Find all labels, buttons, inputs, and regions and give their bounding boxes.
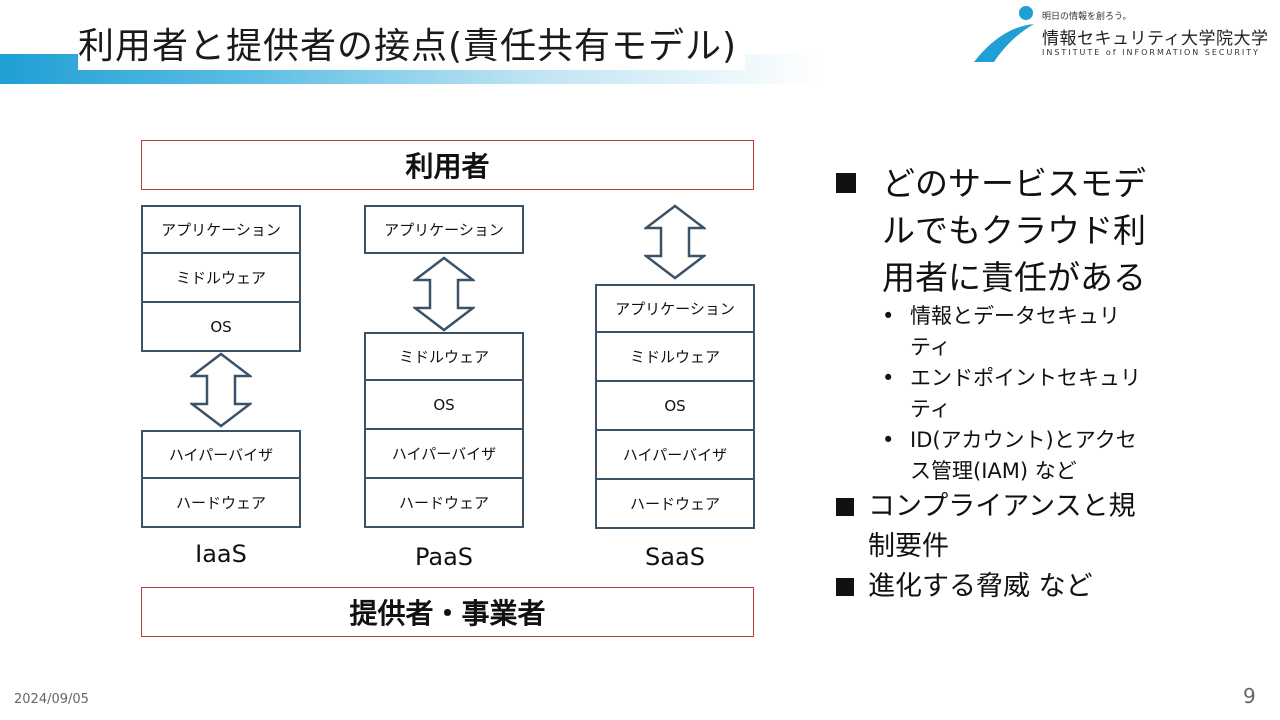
logo-name: 情報セキュリティ大学院大学	[1042, 29, 1269, 49]
logo-swoosh-icon	[974, 6, 1034, 62]
paas-provider-stack: ミドルウェア OS ハイパーバイザ ハードウェア	[364, 332, 524, 528]
slide-title: 利用者と提供者の接点(責任共有モデル)	[78, 24, 746, 70]
iaas-user-stack: アプリケーション ミドルウェア OS	[141, 205, 301, 352]
paas-label: PaaS	[414, 543, 474, 571]
iaas-label: IaaS	[195, 540, 247, 568]
iaas-layer: ハイパーバイザ	[141, 430, 301, 479]
bullet-line: コンプライアンスと規	[868, 491, 1136, 522]
iaas-layer: アプリケーション	[141, 205, 301, 254]
bullet-main: コンプライアンスと規 制要件	[832, 487, 1272, 567]
bullet-main: どのサービスモデ ルでもクラウド利 用者に責任がある	[832, 160, 1272, 301]
iaas-layer: ハードウェア	[141, 479, 301, 528]
bullet-sub: • エンドポイントセキュリ ティ	[832, 363, 1272, 425]
saas-layer: ミドルウェア	[595, 333, 755, 382]
bullet-main: 進化する脅威 など	[832, 567, 1272, 607]
bullet-sub: • 情報とデータセキュリ ティ	[832, 301, 1272, 363]
iaas-double-arrow-icon	[190, 352, 252, 428]
logo-name-en: INSTITUTE of INFORMATION SECURITY	[1042, 48, 1261, 57]
paas-layer: OS	[364, 381, 524, 430]
iaas-layer: OS	[141, 303, 301, 352]
iaas-layer: ミドルウェア	[141, 254, 301, 303]
bullet-line: ID(アカウント)とアクセ	[910, 428, 1137, 452]
square-bullet-icon	[836, 578, 854, 596]
bullet-line: 制要件	[868, 531, 949, 562]
paas-user-stack: アプリケーション	[364, 205, 524, 254]
paas-layer: ハードウェア	[364, 479, 524, 528]
user-box: 利用者	[141, 140, 754, 190]
paas-layer: アプリケーション	[364, 205, 524, 254]
saas-layer: ハイパーバイザ	[595, 431, 755, 480]
bullet-list: どのサービスモデ ルでもクラウド利 用者に責任がある • 情報とデータセキュリ …	[832, 160, 1272, 607]
saas-layer: OS	[595, 382, 755, 431]
bullet-line: 情報とデータセキュリ	[910, 304, 1120, 328]
paas-double-arrow-icon	[413, 256, 475, 332]
saas-layer: アプリケーション	[595, 284, 755, 333]
slide-date: 2024/09/05	[14, 692, 89, 707]
paas-layer: ハイパーバイザ	[364, 430, 524, 479]
saas-layer: ハードウェア	[595, 480, 755, 529]
bullet-sub: • ID(アカウント)とアクセ ス管理(IAM) など	[832, 425, 1272, 487]
bullet-line: エンドポイントセキュリ	[910, 366, 1141, 390]
iaas-provider-stack: ハイパーバイザ ハードウェア	[141, 430, 301, 528]
provider-box: 提供者・事業者	[141, 587, 754, 637]
dot-bullet-icon: •	[882, 304, 895, 328]
university-logo: 明日の情報を創ろう。 情報セキュリティ大学院大学 INSTITUTE of IN…	[972, 4, 1272, 64]
bullet-line: ルでもクラウド利	[882, 211, 1146, 250]
bullet-line: ティ	[910, 335, 951, 359]
square-bullet-icon	[836, 173, 856, 193]
square-bullet-icon	[836, 498, 854, 516]
saas-label: SaaS	[645, 543, 705, 571]
saas-double-arrow-icon	[644, 204, 706, 280]
logo-tagline: 明日の情報を創ろう。	[1042, 12, 1132, 22]
dot-bullet-icon: •	[882, 428, 895, 452]
bullet-line: ティ	[910, 397, 951, 421]
page-number: 9	[1243, 684, 1256, 708]
bullet-line: どのサービスモデ	[882, 164, 1146, 203]
paas-layer: ミドルウェア	[364, 332, 524, 381]
dot-bullet-icon: •	[882, 366, 895, 390]
bullet-line: 用者に責任がある	[882, 258, 1146, 297]
bullet-line: 進化する脅威 など	[868, 571, 1093, 602]
bullet-line: ス管理(IAM) など	[910, 459, 1077, 483]
saas-provider-stack: アプリケーション ミドルウェア OS ハイパーバイザ ハードウェア	[595, 284, 755, 529]
